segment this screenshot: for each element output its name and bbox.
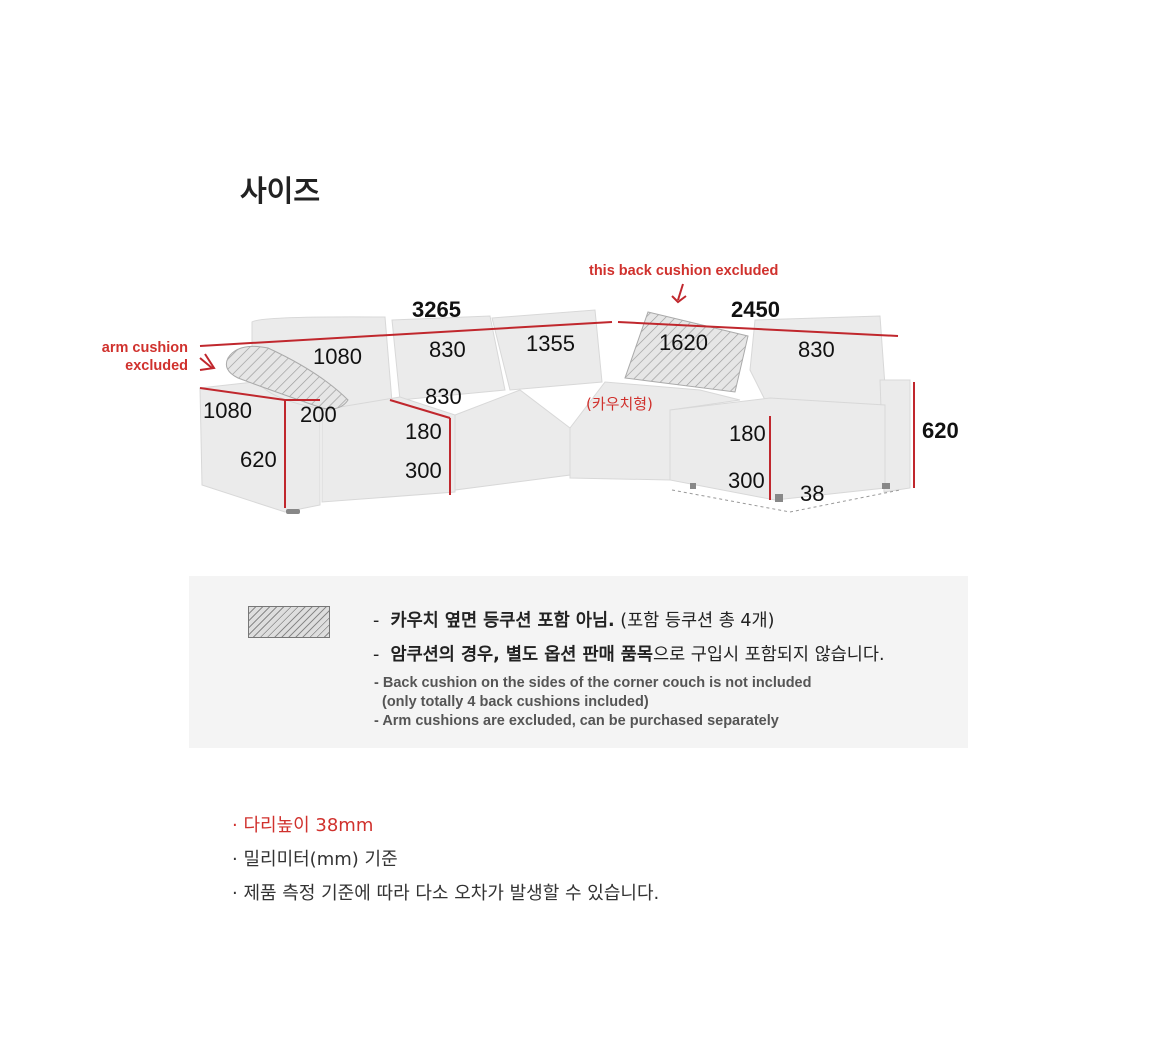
notice-box: - 카우치 옆면 등쿠션 포함 아님. (포함 등쿠션 총 4개) - 암쿠션의…: [189, 576, 968, 748]
sofa-dimension-figure: this back cushion excluded arm cushion e…: [0, 250, 1157, 540]
notice-line-1-rest: (포함 등쿠션 총 4개): [614, 611, 775, 631]
sofa-legs: [286, 483, 890, 514]
dim-corner-diag: 1620: [659, 330, 708, 355]
arm-cushion-note-1: arm cushion: [101, 340, 188, 356]
dim-arm-width: 200: [300, 402, 337, 427]
spec-tolerance: · 제품 측정 기준에 따라 다소 오차가 발생할 수 있습니다.: [232, 883, 660, 904]
notice-line-1-bold: 카우치 옆면 등쿠션 포함 아님.: [390, 611, 615, 631]
bullet: -: [373, 645, 380, 665]
notice-line-2-bold: 암쿠션의 경우, 별도 옵션 판매 품목: [390, 645, 653, 665]
dimension-lines: [199, 283, 915, 508]
dim-arm-back: 1080: [313, 344, 362, 369]
dim-leg-height: 38: [800, 481, 825, 506]
excluded-arm-cushion: [225, 345, 349, 410]
dim-seat-cushion-left: 180: [405, 419, 442, 444]
english-note-2: (only totally 4 back cushions included): [382, 694, 649, 710]
dim-arm-depth: 1080: [203, 398, 252, 423]
page-title: 사이즈: [240, 174, 321, 208]
arm-cushion-note-2: excluded: [125, 358, 188, 374]
english-note-3: - Arm cushions are excluded, can be purc…: [374, 713, 779, 729]
back-cushion-note: this back cushion excluded: [589, 263, 779, 279]
english-note-1: - Back cushion on the sides of the corne…: [374, 675, 812, 691]
notice-line-2-rest: 으로 구입시 포함되지 않습니다.: [652, 645, 885, 665]
dim-seat-cushion-right: 180: [729, 421, 766, 446]
dim-total-width: 3265: [412, 297, 461, 322]
dim-seat1-depth: 830: [425, 384, 462, 409]
dim-corner-width: 1355: [526, 331, 575, 356]
notice-line-2: - 암쿠션의 경우, 별도 옵션 판매 품목으로 구입시 포함되지 않습니다.: [373, 641, 885, 666]
bullet: -: [373, 611, 380, 631]
notice-line-1: - 카우치 옆면 등쿠션 포함 아님. (포함 등쿠션 총 4개): [373, 607, 774, 632]
sofa-shape: [199, 309, 911, 513]
couch-type-label: (카우치형): [586, 395, 653, 413]
dim-seat-height-left: 620: [240, 447, 277, 472]
dim-seat-base-left: 300: [405, 458, 442, 483]
dim-couch-width: 830: [798, 337, 835, 362]
sofa-illustration: [199, 283, 915, 514]
excluded-back-cushion: [624, 311, 749, 393]
spec-unit: · 밀리미터(mm) 기준: [232, 849, 398, 870]
dim-seat1-width: 830: [429, 337, 466, 362]
hatch-legend-swatch: [248, 606, 330, 638]
dim-seat-base-right: 300: [728, 468, 765, 493]
spec-leg-height: · 다리높이 38mm: [232, 815, 374, 836]
dim-total-height: 620: [922, 418, 959, 443]
dim-total-depth: 2450: [731, 297, 780, 322]
